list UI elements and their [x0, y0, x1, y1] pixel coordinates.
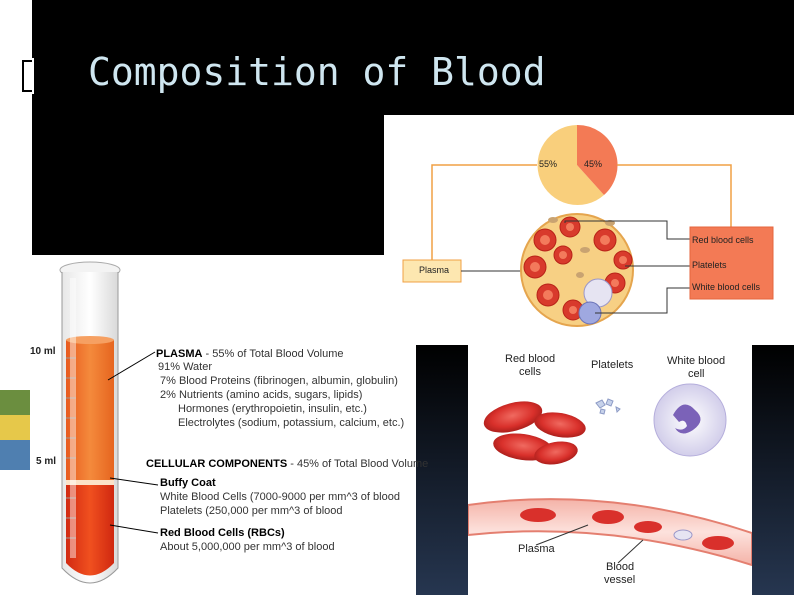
platelets-illustration-label: Platelets: [591, 359, 634, 371]
plasma-heading: PLASMA: [156, 348, 203, 360]
rbc-illustration-label-2: cells: [519, 366, 542, 378]
title-band-extension: [32, 115, 384, 255]
test-tube-figure: [30, 258, 170, 595]
plasma-detail: Electrolytes (sodium, potassium, calcium…: [178, 417, 405, 429]
vessel-label: Blood: [606, 561, 635, 573]
vessel-plasma-label: Plasma: [518, 543, 555, 555]
slide-title: Composition of Blood: [88, 50, 546, 94]
cellular-desc: - 45% of Total Blood Volume: [287, 458, 429, 470]
cellular-heading: CELLULAR COMPONENTS: [146, 458, 288, 470]
buffy-coat-heading: Buffy Coat: [160, 477, 216, 490]
blood-cells-illustration: Red blood cells Platelets White blood ce…: [467, 345, 753, 595]
plasma-detail: 91% Water: [158, 361, 213, 373]
background-strip: [416, 345, 468, 595]
plasma-box-label: Plasma: [419, 265, 450, 275]
pie-cells-percent: 45%: [584, 159, 603, 169]
corner-mark-inner: [24, 62, 32, 90]
plasma-heading-line: PLASMA - 55% of Total Blood Volume: [156, 348, 344, 361]
background-strip: [752, 345, 794, 595]
cellular-heading-line: CELLULAR COMPONENTS - 45% of Total Blood…: [146, 458, 428, 471]
legend-red-blood-cells: Red blood cells: [692, 235, 754, 245]
plasma-detail: Hormones (erythropoietin, insulin, etc.): [178, 403, 367, 415]
plasma-desc: - 55% of Total Blood Volume: [202, 348, 344, 360]
rbc-illustration-label: Red blood: [505, 353, 556, 365]
volume-mark-10ml: 10 ml: [30, 346, 56, 357]
wbc-illustration-label: White blood: [667, 355, 726, 367]
buffy-detail: Platelets (250,000 per mm^3 of blood: [160, 505, 343, 517]
plasma-detail: 7% Blood Proteins (fibrinogen, albumin, …: [160, 375, 398, 387]
title-band: [32, 0, 794, 115]
buffy-detail: White Blood Cells (7000-9000 per mm^3 of…: [160, 491, 400, 503]
rbc-heading: Red Blood Cells (RBCs): [160, 527, 285, 540]
legend-white-blood-cells: White blood cells: [692, 282, 761, 292]
buffy-heading-text: Buffy Coat: [160, 477, 216, 489]
rbc-detail: About 5,000,000 per mm^3 of blood: [160, 541, 335, 553]
volume-mark-5ml: 5 ml: [36, 456, 57, 467]
leader-lines: [107, 351, 159, 534]
legend-platelets: Platelets: [692, 260, 727, 270]
rbc-heading-text: Red Blood Cells (RBCs): [160, 527, 285, 539]
accent-bars: [0, 390, 30, 595]
pie-plasma-percent: 55%: [539, 159, 558, 169]
wbc-illustration-label-2: cell: [688, 368, 705, 380]
pie-chart: [537, 124, 618, 205]
vessel-label-2: vessel: [604, 574, 636, 586]
plasma-detail: 2% Nutrients (amino acids, sugars, lipid…: [160, 389, 363, 401]
blood-composition-diagram: 55% 45% Plasma Red blood cells Platelets…: [385, 115, 794, 345]
